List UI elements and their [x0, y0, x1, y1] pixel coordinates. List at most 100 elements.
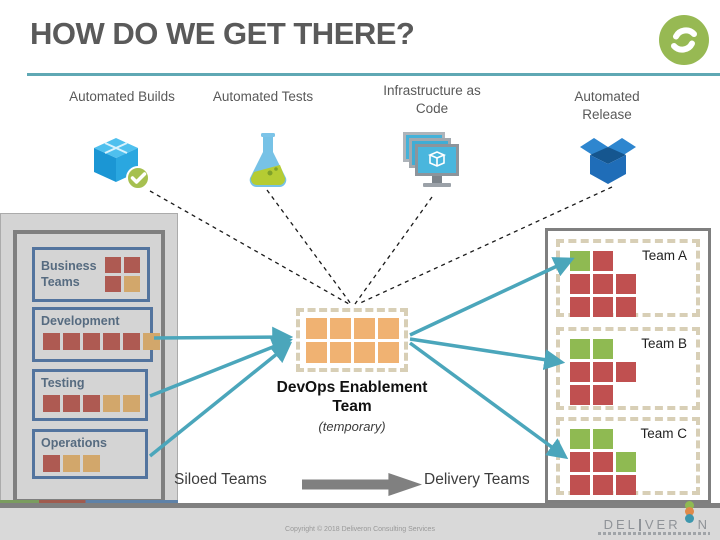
title-divider	[27, 73, 720, 76]
team-member-grid	[41, 332, 160, 352]
team-member-square	[305, 317, 327, 339]
flask-icon	[249, 133, 287, 187]
team-member-square	[104, 276, 121, 292]
logo-text-del: DEL	[603, 517, 638, 532]
logo-circles-icon	[684, 501, 695, 531]
deliveron-logo: DEL VER N	[603, 501, 710, 532]
logo-letter-i	[638, 519, 641, 531]
team-member-square	[569, 250, 590, 271]
team-member-square	[615, 296, 636, 317]
team-member-square	[123, 257, 140, 273]
team-member-square	[569, 474, 590, 495]
team-member-square	[592, 296, 613, 317]
team-member-square	[615, 451, 636, 472]
team-member-square	[592, 451, 613, 472]
team-label: Team B	[641, 336, 687, 351]
team-member-square	[142, 333, 160, 351]
team-member-square	[569, 296, 590, 317]
team-member-square	[122, 333, 140, 351]
open-box-icon	[580, 138, 636, 184]
team-member-grid	[41, 454, 139, 474]
team-member-square	[102, 333, 120, 351]
team-member-square	[353, 317, 375, 339]
team-member-square	[569, 338, 590, 359]
team-box-business: Business Teams	[32, 247, 150, 302]
arrow-enablement-to-team-b	[409, 337, 566, 370]
dashed-line-builds	[149, 190, 350, 305]
team-member-square	[592, 250, 613, 271]
team-member-square	[102, 395, 120, 413]
label-infrastructure-as-code: Infrastructure as Code	[383, 83, 481, 116]
dashed-line-tests	[266, 189, 352, 305]
team-member-square	[592, 273, 613, 294]
team-member-square	[615, 474, 636, 495]
team-member-square	[592, 384, 613, 405]
logo-tagline	[598, 532, 710, 535]
team-box-label: Operations	[41, 436, 107, 450]
team-member-square	[62, 333, 80, 351]
team-box-label: Development	[41, 314, 120, 328]
team-member-square	[329, 317, 351, 339]
team-member-square	[123, 276, 140, 292]
team-box-c: Team C	[556, 417, 700, 495]
team-member-square	[592, 428, 613, 449]
team-member-square	[569, 361, 590, 382]
enablement-temporary-note: (temporary)	[318, 418, 386, 434]
team-member-square	[42, 333, 60, 351]
team-member-square	[592, 361, 613, 382]
silo-color-strip	[0, 500, 178, 503]
package-check-icon	[94, 138, 150, 190]
team-box-b: Team B	[556, 327, 700, 410]
enablement-title-line1: DevOps Enablement	[276, 379, 428, 396]
devops-enablement-box	[296, 308, 408, 372]
team-member-square	[62, 455, 80, 473]
page-title: HOW DO WE GET THERE?	[30, 16, 415, 51]
enablement-title-line2: Team	[332, 398, 372, 416]
bottom-divider-bar	[0, 503, 720, 508]
monitor-stack-icon	[403, 132, 459, 187]
team-member-square	[104, 257, 121, 273]
logo-text-ver: VER	[644, 517, 681, 532]
team-member-square	[82, 395, 100, 413]
team-member-square	[615, 361, 636, 382]
team-member-square	[592, 338, 613, 359]
transition-arrow	[302, 473, 422, 496]
team-box-operations: Operations	[32, 429, 148, 479]
team-box-a: Team A	[556, 239, 700, 317]
team-label: Team A	[641, 248, 687, 263]
dashed-line-iac	[354, 196, 433, 305]
team-member-square	[82, 455, 100, 473]
logo-text-n: N	[697, 517, 710, 532]
team-member-square	[82, 333, 100, 351]
team-box-label: Testing	[41, 376, 85, 390]
sync-badge-icon	[659, 15, 709, 65]
label-automated-release: Automated Release	[574, 89, 640, 122]
team-member-grid	[103, 256, 141, 294]
team-member-grid	[568, 337, 696, 406]
siloed-teams-caption: Siloed Teams	[174, 471, 267, 488]
team-member-square	[377, 341, 399, 363]
team-member-square	[353, 341, 375, 363]
team-member-square	[592, 474, 613, 495]
team-member-square	[569, 428, 590, 449]
team-label: Team C	[640, 426, 687, 441]
team-box-testing: Testing	[32, 369, 148, 421]
team-member-square	[42, 395, 60, 413]
team-member-square	[122, 395, 140, 413]
label-automated-tests: Automated Tests	[212, 89, 314, 104]
team-member-square	[305, 341, 327, 363]
team-member-square	[377, 317, 399, 339]
team-member-square	[329, 341, 351, 363]
team-member-grid	[304, 316, 400, 364]
team-member-square	[42, 455, 60, 473]
team-member-square	[62, 395, 80, 413]
label-automated-builds: Automated Builds	[69, 89, 175, 104]
delivery-teams-caption: Delivery Teams	[424, 471, 530, 488]
team-member-square	[569, 384, 590, 405]
copyright-text: Copyright © 2018 Deliveron Consulting Se…	[285, 526, 435, 533]
devops-enablement-caption: DevOps Enablement Team (temporary)	[262, 378, 442, 434]
team-member-grid	[568, 427, 696, 496]
team-member-square	[569, 273, 590, 294]
team-member-square	[569, 451, 590, 472]
